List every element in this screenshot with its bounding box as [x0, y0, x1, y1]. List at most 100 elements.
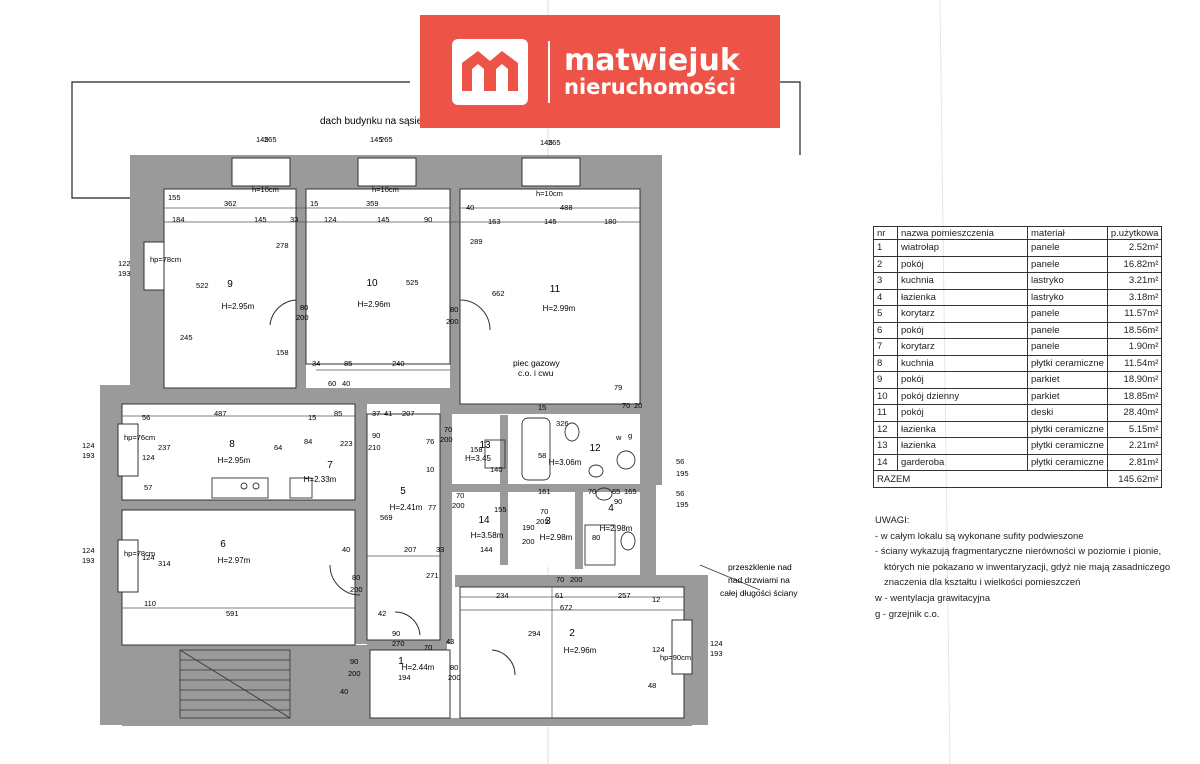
roof-outline: [770, 81, 801, 155]
dim: 110: [144, 599, 156, 608]
dim: 165: [624, 487, 637, 496]
cell-area: 2.52m²: [1106, 239, 1163, 257]
notes-line: których nie pokazano w inwentaryzacji, g…: [884, 561, 1171, 573]
dim: 362: [224, 199, 237, 208]
dim: 257: [618, 591, 631, 600]
cell-nr: 11: [873, 404, 898, 422]
dim: 80: [450, 663, 458, 672]
dim: 155: [494, 505, 507, 514]
roof-outline: [71, 81, 410, 199]
dim: 200: [448, 673, 461, 682]
dim: 145: [377, 215, 390, 224]
logo-divider: [548, 40, 550, 103]
header-name: nazwa pomieszczenia: [897, 226, 1028, 240]
dim: 200: [570, 575, 583, 584]
cell-material: lastryko: [1027, 272, 1108, 290]
cell-name: pokój: [897, 255, 1028, 273]
dim: 161: [538, 487, 551, 496]
cell-material: panele: [1027, 239, 1108, 257]
notes-line: - w całym lokalu są wykonane sufity podw…: [875, 530, 1084, 542]
room-7-number: 7: [327, 460, 333, 471]
cell-name: korytarz: [897, 305, 1028, 323]
staircase: [179, 649, 291, 719]
room-13-height: H=3.45: [465, 454, 492, 463]
dim: 223: [340, 439, 353, 448]
dim: 522: [196, 281, 209, 290]
cell-area: 3.18m²: [1106, 288, 1163, 306]
room-12-number: 12: [589, 443, 601, 454]
dim: 158: [276, 348, 289, 357]
cell-name: garderoba: [897, 453, 1028, 471]
notes-line: - ściany wykazują fragmentaryczne nierów…: [875, 546, 1162, 558]
cell-nr: 5: [873, 305, 898, 323]
dim: 65: [612, 487, 620, 496]
cell-area: 18.85m²: [1106, 387, 1163, 405]
room-4-height: H=2.98m: [600, 524, 633, 533]
cell-nr: 12: [873, 420, 898, 438]
dim: 79: [614, 383, 622, 392]
cell-name: pokój: [897, 321, 1028, 339]
room-4-number: 4: [608, 503, 614, 514]
dim: 40: [342, 545, 350, 554]
room-labels: 9 H=2.95m 10 H=2.96m 11 H=2.99m 8 H=2.95…: [218, 278, 633, 672]
dim: 237: [158, 443, 171, 452]
cell-material: płytki ceramiczne: [1027, 453, 1108, 471]
dim: 60: [328, 379, 336, 388]
dim: 122: [118, 259, 131, 268]
room-12-height: H=3.06m: [549, 458, 582, 467]
dim: 140: [490, 465, 503, 474]
dim: 80: [450, 305, 458, 314]
dim: 240: [392, 359, 405, 368]
dim: 289: [470, 237, 483, 246]
cell-area: 28.40m²: [1106, 404, 1163, 422]
cell-material: płytki ceramiczne: [1027, 420, 1108, 438]
cell-area: 18.90m²: [1106, 371, 1163, 389]
cell-material: parkiet: [1027, 387, 1108, 405]
dim: 15: [308, 413, 316, 422]
dim: 42: [378, 609, 386, 618]
dim: 40: [466, 203, 474, 212]
cell-material: deski: [1027, 404, 1108, 422]
dim: 163: [488, 217, 501, 226]
dim: 85: [334, 409, 342, 418]
room-13-number: 13: [479, 440, 491, 451]
dim: 145: [256, 135, 269, 144]
cell-name: pokój: [897, 404, 1028, 422]
dim: 200: [440, 435, 453, 444]
table-total-row: RAZEM 145.62m²: [873, 470, 1163, 488]
room-interiors: [122, 189, 684, 718]
cell-nr: 7: [873, 338, 898, 356]
header-area: p.użytkowa: [1106, 226, 1163, 240]
room-9-height: H=2.95m: [222, 302, 255, 311]
dim: 124: [652, 645, 665, 654]
top-label: dach budynku na sąsiedniej działce: [320, 116, 478, 127]
dim: h=10cm: [372, 185, 399, 194]
dim: 85: [344, 359, 352, 368]
dim: 359: [366, 199, 379, 208]
cell-material: płytki ceramiczne: [1027, 354, 1108, 372]
dim: 84: [304, 437, 312, 446]
dim: 145: [370, 135, 383, 144]
cell-material: lastryko: [1027, 288, 1108, 306]
dim: 80: [592, 533, 600, 542]
dim: 80: [352, 573, 360, 582]
dim: 326: [556, 419, 569, 428]
dim: 245: [180, 333, 193, 342]
dim: 40: [342, 379, 350, 388]
cell-material: panele: [1027, 255, 1108, 273]
dim: 569: [380, 513, 393, 522]
dim: 190: [522, 523, 535, 532]
dim: 33: [436, 545, 444, 554]
cell-area: 16.82m²: [1106, 255, 1163, 273]
room-14-number: 14: [478, 515, 490, 526]
dim: 70: [588, 487, 596, 496]
dim: 124: [142, 453, 155, 462]
room-5-number: 5: [400, 486, 406, 497]
dim: 56: [676, 489, 684, 498]
dim: 70: [424, 643, 432, 652]
